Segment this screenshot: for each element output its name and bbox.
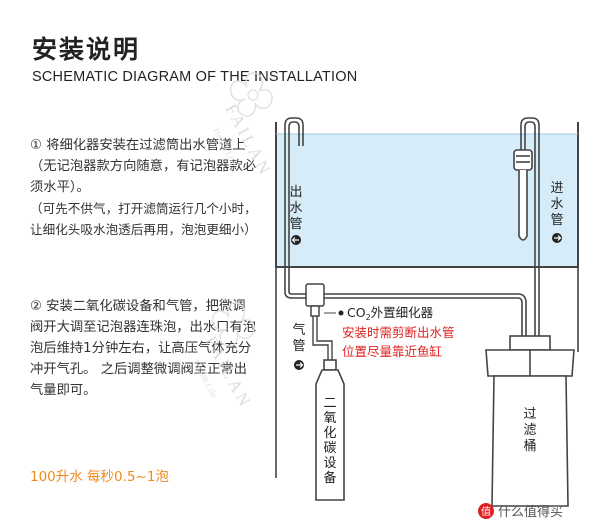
outlet-return-line (284, 291, 527, 350)
step-2-text: ② 安装二氧化碳设备和气管，把微调阀开大调至记泡器连珠泡，出水口有泡泡后维持1分… (30, 299, 257, 398)
co2-diffuser (305, 283, 325, 317)
cabinet-outline (275, 267, 579, 478)
svg-text:桶: 桶 (523, 439, 536, 454)
step-1-text: ① 将细化器安装在过滤筒出水管道上（无记泡器款方向随意，有记泡器款必须水平）。 (30, 138, 257, 195)
svg-text:设: 设 (323, 456, 336, 471)
outlet-direction-icon (291, 235, 301, 245)
instruction-step-2: ② 安装二氧化碳设备和气管，把微调阀开大调至记泡器连珠泡，出水口有泡泡后维持1分… (30, 296, 258, 401)
warning-line-2: 位置尽量靠近鱼缸 (342, 344, 442, 359)
svg-text:滤: 滤 (523, 423, 536, 438)
svg-text:气: 气 (292, 322, 305, 338)
svg-text:化: 化 (323, 426, 336, 441)
gas-direction-icon (294, 360, 304, 370)
site-footer-mark: 值 什么值得买 (478, 503, 563, 520)
svg-text:进: 进 (550, 181, 563, 196)
svg-text:氧: 氧 (323, 411, 336, 426)
svg-text:水: 水 (550, 197, 563, 212)
filter-canister (485, 335, 575, 507)
instruction-step-1: ① 将细化器安装在过滤筒出水管道上（无记泡器款方向随意，有记泡器款必须水平）。 … (30, 135, 258, 240)
svg-text:出: 出 (289, 185, 302, 200)
bubble-rate-text: 100升水 每秒0.5~1泡 (30, 469, 169, 485)
brand-watermark: FAILAN Health Life FAILAN Health Life (191, 72, 275, 412)
site-footer-text: 什么值得买 (498, 504, 563, 520)
inlet-pipe-label: 进 水 管 (550, 181, 563, 228)
page-subtitle: SCHEMATIC DIAGRAM OF THE INSTALLATION (32, 69, 358, 85)
svg-text:二: 二 (323, 396, 336, 411)
watermark-brand-top: FAILAN (221, 101, 275, 180)
aquarium-tank (275, 122, 579, 268)
svg-text:水: 水 (289, 201, 302, 216)
warning-line-1: 安装时需剪断出水管 (342, 325, 455, 340)
co2-diffuser-label: CO2外置细化器 (347, 305, 434, 322)
co2-diffuser-callout: CO2外置细化器 安装时需剪断出水管 位置尽量靠近鱼缸 (338, 305, 455, 359)
svg-text:碳: 碳 (323, 441, 336, 456)
gas-line (312, 316, 333, 360)
inlet-pipe (513, 117, 540, 336)
step-1-note: （可先不供气，打开滤筒运行几个小时，让细化头吸水泡透后再用，泡泡更细小） (30, 201, 257, 237)
svg-text:值: 值 (481, 505, 491, 518)
cylinder-label: 二 氧 化 碳 设 备 (323, 396, 336, 486)
page-title: 安装说明 (32, 35, 141, 64)
watermark-brand-bottom: FAILAN (201, 333, 255, 412)
gas-line-label: 气 管 (292, 322, 305, 354)
outlet-pipe-label: 出 水 管 (289, 185, 302, 232)
filter-label: 过 滤 桶 (523, 407, 536, 454)
svg-text:备: 备 (323, 470, 336, 486)
svg-text:管: 管 (292, 339, 305, 354)
svg-text:过: 过 (523, 407, 536, 422)
svg-text:管: 管 (289, 217, 302, 232)
svg-text:管: 管 (550, 213, 563, 228)
inlet-direction-icon (552, 233, 562, 243)
co2-cylinder (315, 359, 345, 501)
outlet-pipe (284, 117, 304, 292)
